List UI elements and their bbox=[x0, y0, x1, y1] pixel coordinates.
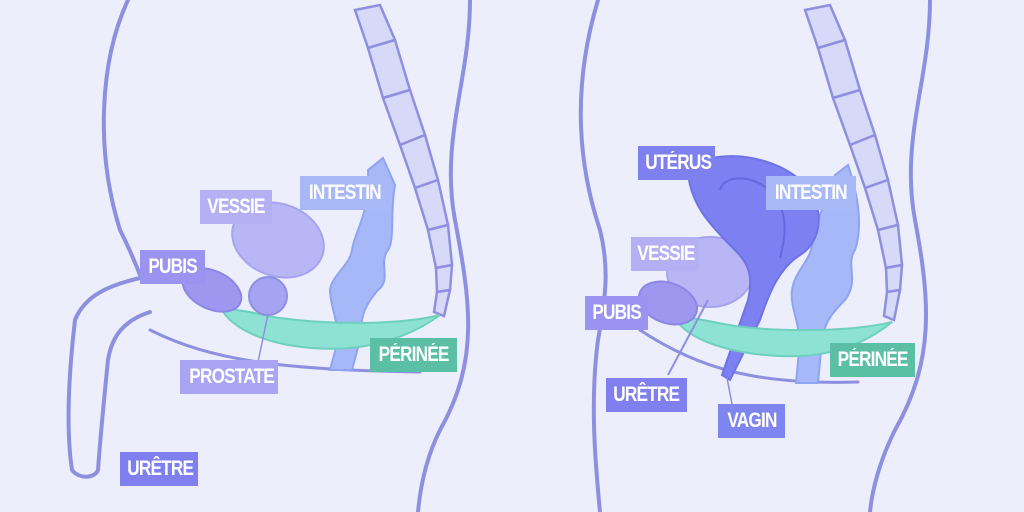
female-pubis bbox=[637, 280, 699, 326]
female-uterus bbox=[688, 155, 820, 382]
female-spine bbox=[803, 3, 904, 322]
male-spine bbox=[353, 3, 454, 318]
male-prostate-pointer bbox=[257, 313, 269, 363]
label-uretre-male: URÊTRE bbox=[120, 452, 198, 486]
label-vessie-male: VESSIE bbox=[200, 190, 272, 224]
male-back-outline bbox=[416, 0, 472, 512]
female-front-outline bbox=[578, 0, 608, 512]
male-front-outline bbox=[101, 0, 142, 277]
label-perinee-male: PÉRINÉE bbox=[370, 338, 457, 372]
label-intestin-female: INTESTIN bbox=[766, 176, 856, 210]
label-vessie-female: VESSIE bbox=[631, 237, 699, 271]
female-back-outline bbox=[868, 0, 932, 512]
male-penis-outline bbox=[66, 276, 152, 479]
label-pubis-female: PUBIS bbox=[585, 296, 648, 330]
label-prostate-male: PROSTATE bbox=[180, 360, 278, 394]
label-vagin-female: VAGIN bbox=[718, 404, 785, 438]
male-intestin bbox=[328, 156, 397, 371]
label-uretre-female: URÊTRE bbox=[606, 378, 687, 412]
label-intestin-male: INTESTIN bbox=[300, 176, 390, 210]
label-uterus-female: UTÉRUS bbox=[638, 146, 715, 180]
label-perinee-female: PÉRINÉE bbox=[830, 343, 915, 377]
female-vagin-pointer bbox=[726, 377, 733, 405]
male-prostate bbox=[248, 276, 288, 316]
female-uretre-pointer bbox=[667, 299, 709, 376]
label-pubis-male: PUBIS bbox=[140, 250, 205, 284]
